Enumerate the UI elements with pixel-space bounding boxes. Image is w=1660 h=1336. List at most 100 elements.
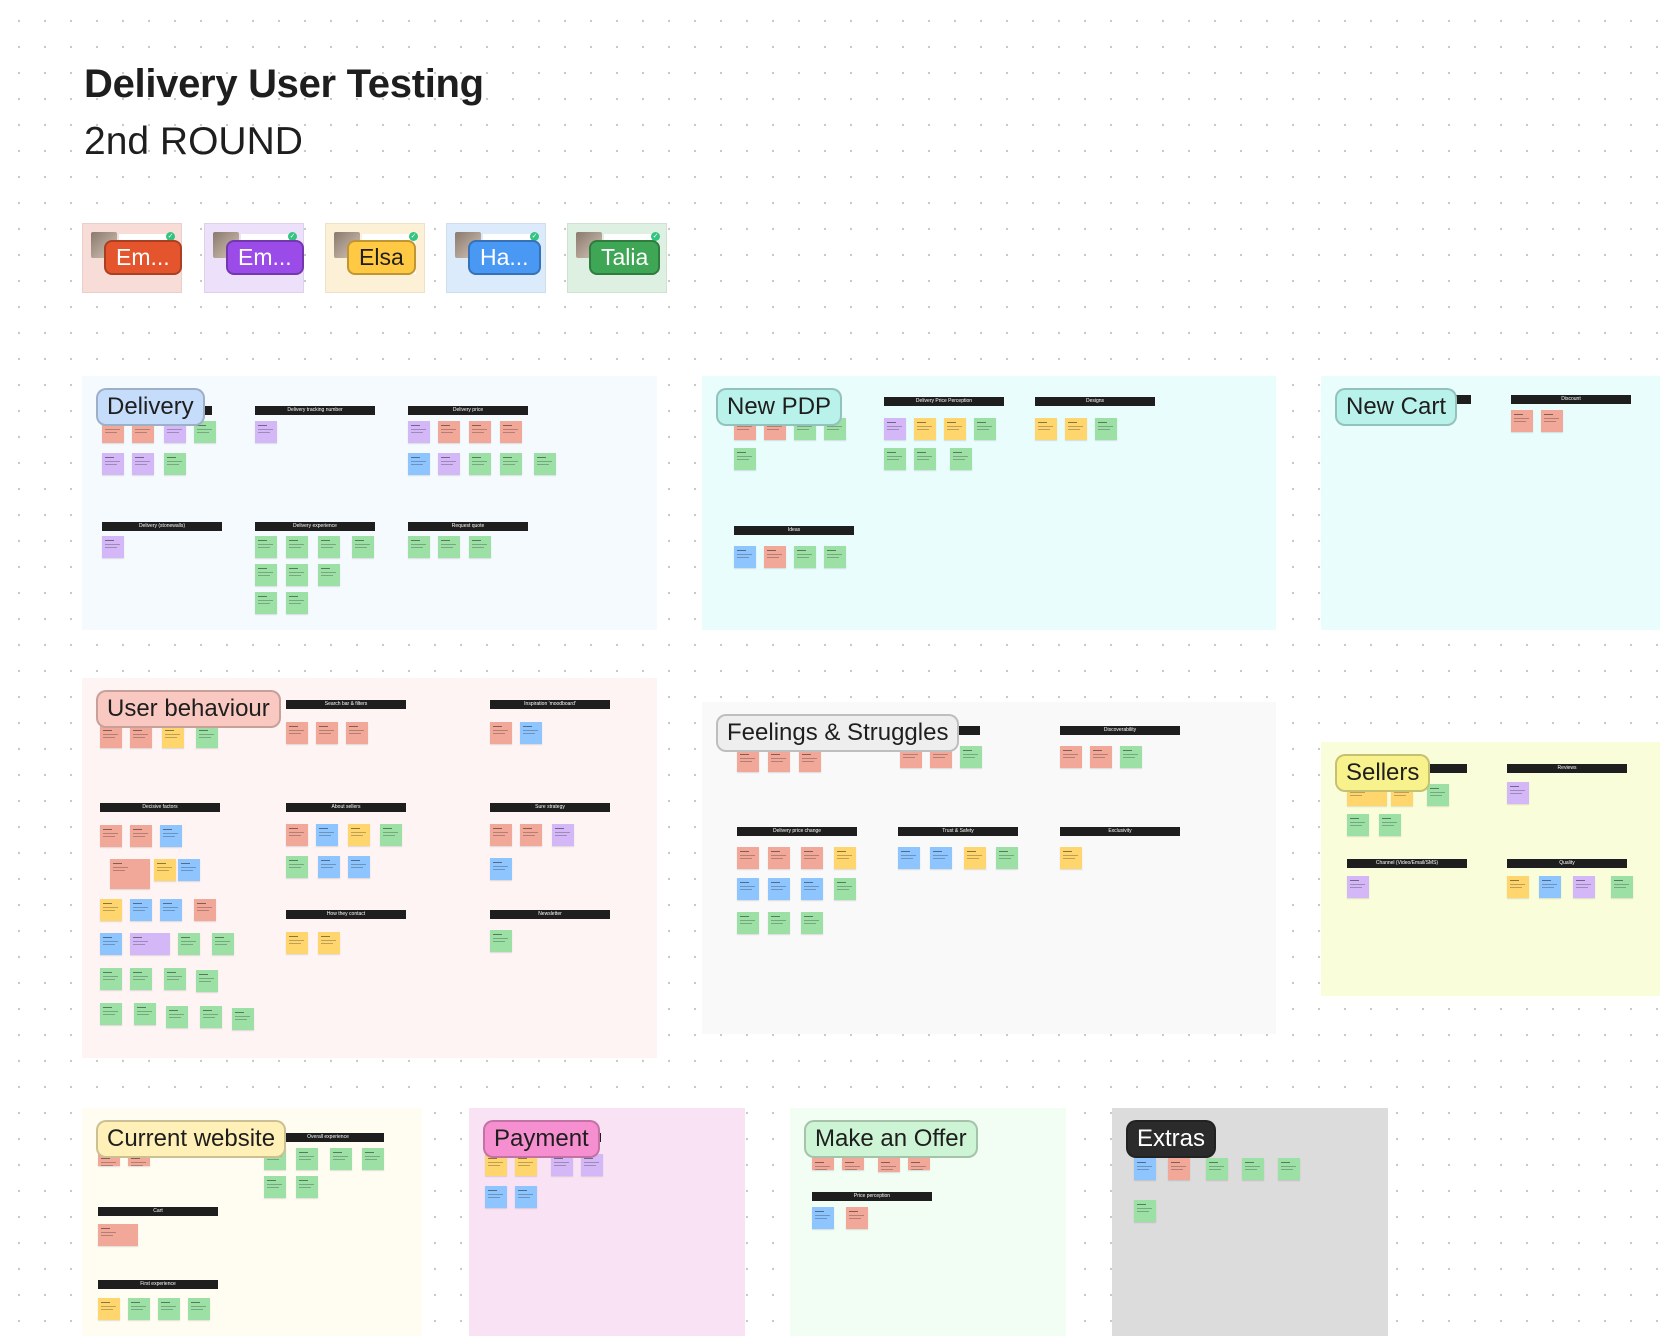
sticky-note[interactable] <box>884 418 906 440</box>
sticky-note[interactable] <box>408 536 430 558</box>
sticky-note[interactable] <box>737 750 759 772</box>
column-header[interactable]: Discount <box>1511 395 1631 404</box>
sticky-note[interactable] <box>330 1148 352 1170</box>
column-header[interactable]: Discoverability <box>1060 726 1180 735</box>
sticky-note[interactable] <box>164 453 186 475</box>
column-header[interactable]: Cart <box>98 1207 218 1216</box>
column-header[interactable]: Exclusivity <box>1060 827 1180 836</box>
sticky-note[interactable] <box>520 722 542 744</box>
sticky-note[interactable] <box>534 453 556 475</box>
sticky-note[interactable] <box>286 536 308 558</box>
sticky-note[interactable] <box>132 453 154 475</box>
sticky-note[interactable] <box>178 933 200 955</box>
sticky-note[interactable] <box>1035 418 1057 440</box>
sticky-note[interactable] <box>846 1207 868 1229</box>
sticky-note[interactable] <box>164 421 186 443</box>
sticky-note[interactable] <box>102 421 124 443</box>
participant-chip[interactable]: Em... <box>104 240 182 275</box>
sticky-note[interactable] <box>130 968 152 990</box>
sticky-note[interactable] <box>1134 1158 1156 1180</box>
sticky-note[interactable] <box>469 536 491 558</box>
sticky-note[interactable] <box>130 825 152 847</box>
sticky-note[interactable] <box>164 968 186 990</box>
sticky-note[interactable] <box>100 933 122 955</box>
column-header[interactable]: About sellers <box>286 803 406 812</box>
section-feelings-struggles[interactable]: Feelings & Struggles of the website Disc… <box>702 702 1276 1034</box>
sticky-note[interactable] <box>490 722 512 744</box>
sticky-note[interactable] <box>130 933 170 955</box>
sticky-note[interactable] <box>950 448 972 470</box>
sticky-note[interactable] <box>134 1003 156 1025</box>
sticky-note[interactable] <box>737 878 759 900</box>
sticky-note[interactable] <box>286 722 308 744</box>
column-header[interactable]: How they contact <box>286 910 406 919</box>
sticky-note[interactable] <box>110 859 150 889</box>
sticky-note[interactable] <box>485 1186 507 1208</box>
column-header[interactable]: Search bar & filters <box>286 700 406 709</box>
sticky-note[interactable] <box>318 536 340 558</box>
sticky-note[interactable] <box>1065 418 1087 440</box>
sticky-note[interactable] <box>160 825 182 847</box>
sticky-note[interactable] <box>768 750 790 772</box>
sticky-note[interactable] <box>408 453 430 475</box>
sticky-note[interactable] <box>255 564 277 586</box>
section-sellers[interactable]: Sellers Reviews Channel (Video/Email/SMS… <box>1321 742 1660 996</box>
sticky-note[interactable] <box>264 1176 286 1198</box>
sticky-note[interactable] <box>178 859 200 881</box>
sticky-note[interactable] <box>515 1154 537 1176</box>
sticky-note[interactable] <box>286 564 308 586</box>
participant-chip[interactable]: Talia <box>589 240 661 275</box>
column-header[interactable]: Designs <box>1035 397 1155 406</box>
sticky-note[interactable] <box>768 878 790 900</box>
section-label[interactable]: Make an Offer <box>804 1120 978 1158</box>
sticky-note[interactable] <box>824 546 846 568</box>
sticky-note[interactable] <box>100 1003 122 1025</box>
sticky-note[interactable] <box>1573 876 1595 898</box>
column-header[interactable]: Delivery price <box>408 406 528 415</box>
sticky-note[interactable] <box>100 899 122 921</box>
column-header[interactable]: Ideas <box>734 526 854 535</box>
sticky-note[interactable] <box>212 933 234 955</box>
sticky-note[interactable] <box>128 1298 150 1320</box>
column-header[interactable]: Newsletter <box>490 910 610 919</box>
sticky-note[interactable] <box>408 421 430 443</box>
sticky-note[interactable] <box>1168 1158 1190 1180</box>
sticky-note[interactable] <box>490 858 512 880</box>
sticky-note[interactable] <box>551 1154 573 1176</box>
sticky-note[interactable] <box>296 1148 318 1170</box>
sticky-note[interactable] <box>130 899 152 921</box>
participant-card[interactable]: ✓ Em... <box>82 223 182 293</box>
sticky-note[interactable] <box>490 824 512 846</box>
sticky-note[interactable] <box>734 448 756 470</box>
sticky-note[interactable] <box>166 1006 188 1028</box>
sticky-note[interactable] <box>286 932 308 954</box>
sticky-note[interactable] <box>188 1298 210 1320</box>
column-header[interactable]: Delivery price change <box>737 827 857 836</box>
column-header[interactable]: First experience <box>98 1280 218 1289</box>
column-header[interactable]: Channel (Video/Email/SMS) <box>1347 859 1467 868</box>
sticky-note[interactable] <box>914 418 936 440</box>
section-label[interactable]: Feelings & Struggles <box>716 714 960 752</box>
sticky-note[interactable] <box>1539 876 1561 898</box>
section-label[interactable]: New Cart <box>1335 388 1458 426</box>
column-header[interactable]: Reviews <box>1507 764 1627 773</box>
participant-card[interactable]: ✓ Talia <box>567 223 667 293</box>
sticky-note[interactable] <box>162 726 184 748</box>
sticky-note[interactable] <box>768 912 790 934</box>
column-header[interactable]: Delivery tracking number <box>255 406 375 415</box>
section-label[interactable]: Payment <box>483 1120 600 1158</box>
sticky-note[interactable] <box>316 722 338 744</box>
sticky-note[interactable] <box>1120 746 1142 768</box>
sticky-note[interactable] <box>194 421 216 443</box>
sticky-note[interactable] <box>380 824 402 846</box>
sticky-note[interactable] <box>1347 876 1369 898</box>
sticky-note[interactable] <box>842 1158 864 1170</box>
sticky-note[interactable] <box>914 448 936 470</box>
sticky-note[interactable] <box>1507 782 1529 804</box>
sticky-note[interactable] <box>801 878 823 900</box>
sticky-note[interactable] <box>801 847 823 869</box>
column-header[interactable]: Quality <box>1507 859 1627 868</box>
sticky-note[interactable] <box>1242 1158 1264 1180</box>
sticky-note[interactable] <box>794 546 816 568</box>
sticky-note[interactable] <box>160 899 182 921</box>
